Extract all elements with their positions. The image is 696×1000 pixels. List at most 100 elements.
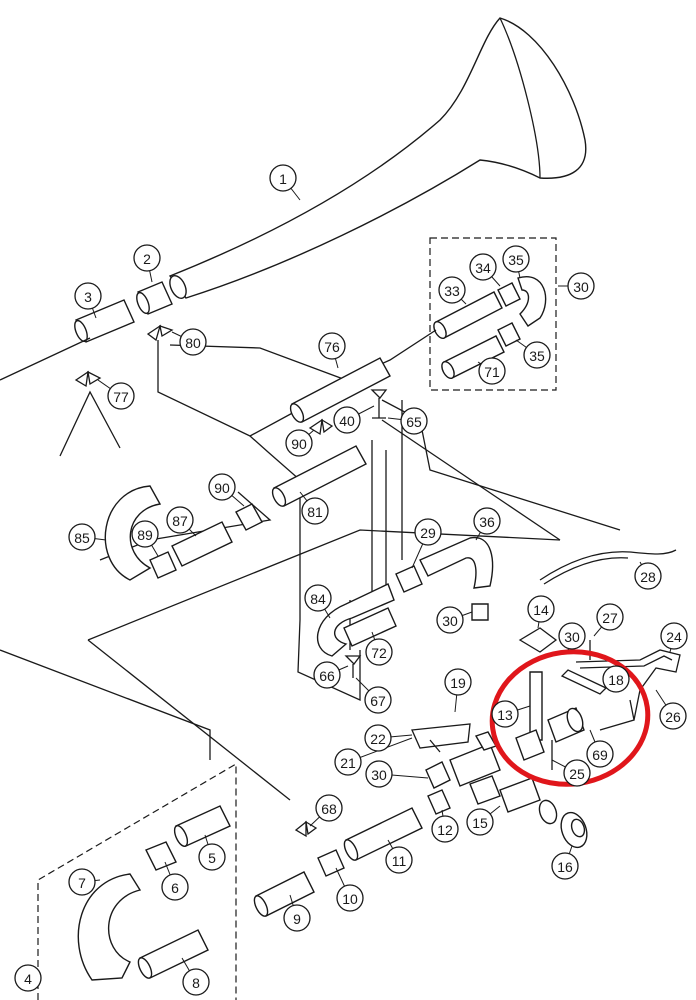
- callout-35: 35: [502, 245, 530, 279]
- callout-36: 36: [473, 507, 501, 541]
- callout-label: 30: [564, 629, 580, 645]
- callout-6: 6: [161, 861, 189, 901]
- coupler-30-upper: [395, 565, 423, 593]
- callout-85: 85: [68, 523, 107, 551]
- callout-label: 11: [392, 853, 407, 869]
- callout-label: 33: [444, 283, 460, 299]
- tee-fitting: [449, 731, 501, 805]
- callout-label: 22: [370, 731, 386, 747]
- bend-87: [104, 485, 162, 581]
- valve-assembly: [515, 627, 681, 770]
- callout-label: 9: [293, 911, 301, 927]
- bend-85: [316, 583, 395, 657]
- callout-label: 18: [608, 672, 624, 688]
- callout-label: 15: [472, 815, 488, 831]
- coupler-35-top: [497, 282, 521, 307]
- bend-40: [419, 537, 494, 589]
- bend-7: [77, 873, 142, 981]
- callout-22: 22: [364, 724, 413, 752]
- callout-label: 89: [137, 527, 153, 543]
- callout-label: 40: [339, 413, 355, 429]
- callout-label: 85: [74, 530, 90, 546]
- callout-66: 66: [313, 661, 349, 689]
- callout-90: 90: [208, 473, 245, 507]
- callout-19: 19: [444, 668, 472, 713]
- callout-26: 26: [655, 689, 687, 730]
- bracket-22: [411, 723, 471, 753]
- callout-15: 15: [466, 805, 501, 836]
- callout-76: 76: [318, 332, 346, 369]
- coupler-13: [427, 789, 451, 815]
- callout-18: 18: [602, 665, 630, 693]
- callout-label: 90: [214, 480, 230, 496]
- tube-9: [137, 929, 209, 979]
- callout-label: 14: [533, 602, 549, 618]
- callout-81: 81: [299, 491, 329, 525]
- callout-34: 34: [469, 253, 501, 287]
- callout-label: 72: [371, 645, 387, 661]
- callout-1: 1: [269, 164, 301, 201]
- callout-8: 8: [181, 957, 210, 996]
- callout-label: 76: [324, 339, 340, 355]
- callout-2: 2: [133, 244, 161, 283]
- callout-label: 12: [437, 822, 453, 838]
- callout-label: 30: [371, 767, 387, 783]
- callout-label: 5: [208, 850, 216, 866]
- callout-label: 10: [342, 891, 358, 907]
- callout-9: 9: [283, 894, 311, 932]
- callout-label: 84: [310, 591, 326, 607]
- callout-label: 8: [192, 975, 200, 991]
- callout-label: 69: [592, 747, 608, 763]
- tube-10: [253, 871, 315, 917]
- callout-label: 80: [185, 335, 201, 351]
- callout-5: 5: [198, 834, 226, 871]
- fitting-16: [499, 777, 558, 825]
- callout-label: 77: [113, 389, 129, 405]
- callout-label: 1: [279, 171, 287, 187]
- callout-14: 14: [527, 595, 555, 629]
- callout-21: 21: [334, 737, 413, 776]
- callout-4: 4: [14, 964, 42, 992]
- callout-29: 29: [411, 518, 442, 569]
- coupler-35-bottom: [497, 322, 521, 347]
- callout-89: 89: [131, 520, 159, 557]
- callout-label: 35: [508, 252, 524, 268]
- coupler-30-lower: [425, 761, 451, 789]
- callout-84: 84: [304, 584, 332, 619]
- tube-34: [433, 291, 503, 339]
- clamp-67: [344, 655, 362, 678]
- callout-label: 24: [666, 629, 682, 645]
- callout-label: 30: [442, 613, 458, 629]
- callout-24: 24: [660, 622, 688, 653]
- tube-77: [289, 357, 391, 423]
- tube-89: [171, 521, 233, 567]
- callout-label: 2: [143, 251, 151, 267]
- callout-40: 40: [333, 405, 375, 434]
- tube-3: [74, 299, 135, 343]
- cable-29: [539, 549, 677, 585]
- callout-12: 12: [431, 809, 459, 843]
- callout-69: 69: [586, 729, 614, 768]
- coupler-11: [317, 849, 345, 877]
- callout-label: 26: [665, 709, 681, 725]
- callout-33: 33: [438, 276, 467, 305]
- callout-label: 35: [529, 348, 545, 364]
- tube-72: [441, 335, 505, 379]
- coupler-90-left: [149, 551, 177, 579]
- callout-25: 25: [551, 759, 591, 787]
- callout-label: 67: [370, 693, 386, 709]
- horn-bell: [168, 17, 587, 299]
- callout-label: 29: [420, 525, 436, 541]
- callout-label: 13: [497, 707, 513, 723]
- callout-label: 65: [406, 414, 422, 430]
- clamp-122: [308, 418, 334, 436]
- tube-5: [173, 805, 231, 847]
- callout-label: 4: [24, 971, 32, 987]
- callout-label: 90: [291, 436, 307, 452]
- callout-label: 21: [340, 755, 356, 771]
- clamp-69: [294, 820, 318, 838]
- coupler-2: [136, 281, 173, 315]
- callout-30: 30: [558, 272, 595, 300]
- callout-30: 30: [558, 622, 586, 651]
